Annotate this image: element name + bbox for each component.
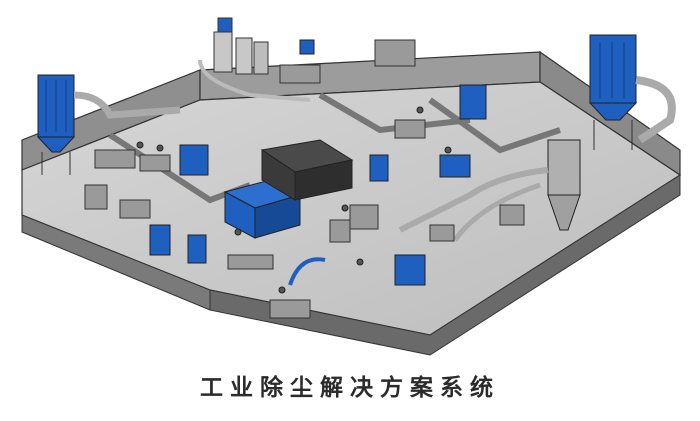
machine-icon	[149, 39, 487, 286]
factory-illustration	[21, 17, 682, 356]
ductwork-icon	[398, 167, 549, 233]
ductwork-icon	[635, 76, 676, 144]
partition-wall	[428, 97, 561, 154]
dust-collector-icon	[588, 34, 638, 150]
front-wall-right	[209, 174, 681, 356]
ductwork-icon	[73, 91, 181, 119]
cyclone-icon	[547, 139, 581, 231]
partition-wall	[318, 92, 471, 134]
ductwork-icon	[452, 182, 541, 242]
ductwork-icon	[288, 257, 326, 286]
dust-collector-icon	[36, 74, 76, 175]
worker-icon	[136, 106, 452, 294]
machine-icon	[223, 179, 302, 239]
ductwork-icon	[198, 59, 311, 102]
silo-icon	[213, 17, 269, 75]
machine-icon	[84, 39, 525, 319]
caption-title: 工业除尘解决方案系统	[200, 375, 500, 401]
machine-icon	[260, 139, 354, 201]
